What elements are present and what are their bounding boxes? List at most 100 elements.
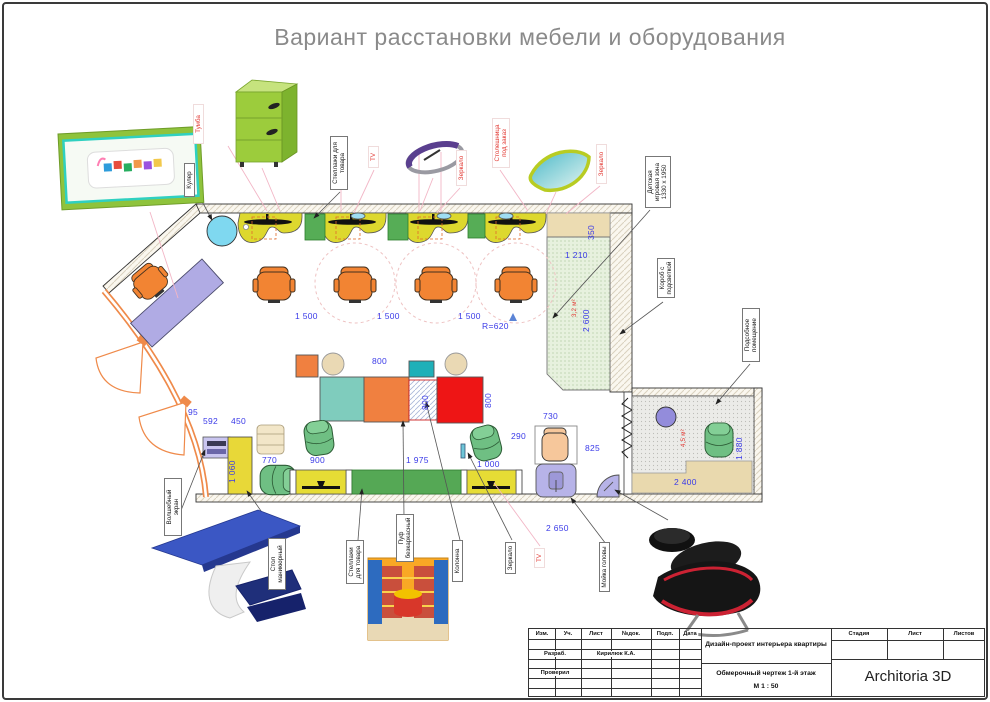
callout-mirror-3: Зеркало [505, 542, 517, 574]
styling-stations [237, 212, 547, 244]
callout-cabinet: Тумба [193, 104, 205, 144]
page-title: Вариант расстановки мебели и оборудовани… [274, 24, 786, 50]
grid-line [555, 629, 556, 697]
cabinet-render [234, 79, 299, 167]
tb-col-list: Лист [587, 631, 605, 637]
shelving-plan [351, 469, 462, 495]
dim-1975: 1 975 [406, 455, 429, 465]
chair-outline [256, 424, 285, 455]
render-leaders [149, 145, 601, 547]
tv-station [466, 469, 517, 495]
leaf-mirror-render [528, 149, 591, 193]
grid-line [887, 629, 888, 659]
wall-mirror [460, 443, 466, 459]
dim-1000: 1 000 [477, 459, 500, 469]
dim-area-utility: 4,5 м² [681, 429, 687, 447]
tb-project: Дизайн-проект интерьера квартиры [703, 641, 829, 648]
callout-column: Колонна [452, 540, 464, 582]
callout-light-box: Короб с подсветкой [657, 258, 676, 298]
callout-magic-screen: Волшебный экран [164, 478, 183, 536]
grid-line [651, 629, 652, 697]
pouf-group [295, 352, 484, 424]
grid-line [831, 640, 985, 641]
dim-770: 770 [262, 455, 278, 465]
column-shelf [304, 213, 326, 241]
tb-col-uch: Уч. [561, 631, 575, 637]
dim-800-right: 800 [483, 392, 493, 408]
grid-line [679, 629, 680, 697]
dim-800-column: 800 [420, 394, 430, 410]
tb-list: Лист [906, 631, 924, 637]
grid-line [529, 659, 701, 660]
dim-1880: 1 880 [734, 437, 744, 460]
client-chairs [252, 242, 557, 324]
dim-r620: R=620 [482, 321, 509, 331]
column-shelf [387, 213, 409, 241]
corner-sink [596, 474, 620, 498]
dim-730: 730 [543, 411, 559, 421]
grid-line [581, 629, 582, 697]
tb-col-ndok: №док. [619, 631, 643, 637]
callout-tv-bottom: TV [534, 548, 546, 568]
callout-pouf: Пуф безкаркасный [396, 514, 415, 562]
dim-95: 95 [188, 407, 199, 417]
logo-letters [96, 157, 162, 172]
dim-2600: 2 600 [581, 309, 591, 332]
callout-cooler: Кулер [184, 163, 196, 197]
grid-line [529, 639, 701, 640]
dim-1500-2: 1 500 [377, 311, 400, 321]
dim-592: 592 [203, 416, 219, 426]
grid-line [529, 649, 701, 650]
dim-2650: 2 650 [546, 523, 569, 533]
station-tools [244, 214, 536, 225]
callout-manicure-table: Стол маникюрный [268, 538, 287, 590]
callout-mirror-2: Зеркало [596, 144, 608, 184]
door-swing [138, 401, 187, 456]
tb-author: Кирилюк К.А. [594, 650, 638, 657]
station-sinks [350, 212, 514, 220]
tb-listov: Листов [951, 631, 977, 637]
grid-line [529, 688, 701, 689]
dim-1500-1: 1 500 [295, 311, 318, 321]
tb-col-izm: Изм. [533, 631, 551, 637]
ladder-symbol [621, 397, 633, 459]
manicure-table-plan [227, 436, 253, 495]
grid-line [529, 668, 701, 669]
grid-line [831, 629, 832, 697]
stool [655, 406, 677, 428]
dim-900: 900 [310, 455, 326, 465]
callout-hair-wash: Мойка головы [599, 542, 611, 592]
tb-proveril: Проверил [538, 670, 572, 676]
callout-utility-room: Подсобное помещение [742, 308, 761, 362]
dim-2400: 2 400 [674, 477, 697, 487]
tb-company: Architoria 3D [862, 668, 954, 685]
reception-desk [129, 258, 225, 348]
tb-drawing: Обмерочный чертеж 1-й этаж [714, 670, 818, 677]
door-swing [95, 341, 144, 394]
shelves-photo-render [367, 557, 449, 641]
dim-1060: 1 060 [227, 460, 237, 483]
curved-glass-wall [95, 289, 209, 498]
grid-line [943, 629, 944, 659]
dim-350: 350 [586, 224, 596, 240]
callout-countertop: Столешница под заказ [492, 118, 511, 168]
tb-razrab: Разраб. [542, 650, 568, 657]
wash-zone [534, 425, 620, 498]
utility-room [631, 395, 755, 495]
wash-chair-render [649, 528, 761, 637]
callout-shelves-top: Стеллажи для товара [330, 136, 349, 190]
utility-counter [631, 460, 753, 494]
magic-screen-device [202, 436, 231, 459]
dim-800-top: 800 [372, 356, 388, 366]
dim-area-play: 3,2 м² [572, 299, 578, 317]
bottom-row [202, 418, 523, 496]
dim-1210: 1 210 [565, 250, 588, 260]
grid-line [701, 663, 831, 664]
callout-mirror-1: Зеркало [456, 150, 468, 186]
dim-450: 450 [231, 416, 247, 426]
title-block: Изм. Уч. Лист №док. Подп. Дата Разраб. К… [528, 628, 985, 697]
tb-col-data: Дата [681, 631, 699, 637]
tb-stadia: Стадия [846, 631, 872, 637]
